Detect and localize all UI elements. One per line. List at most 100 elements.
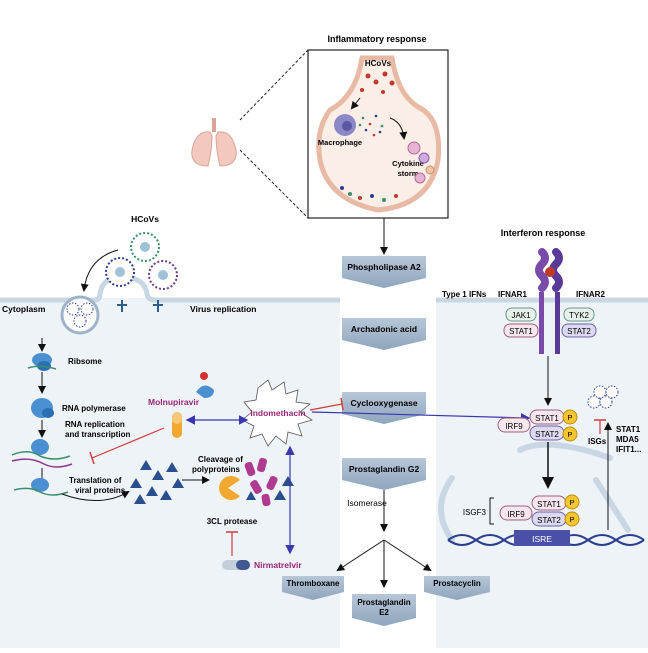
- protease-icon: [219, 476, 240, 501]
- immune-cells-icon: [407, 141, 435, 184]
- irf9-label-mid: IRF9: [505, 422, 523, 431]
- isomerase-label: Isomerase: [347, 498, 387, 508]
- rna-replication-icon: [11, 439, 73, 468]
- ribosome-icon: [27, 353, 57, 371]
- phospho-p3-label: P: [569, 498, 574, 507]
- nuclear-envelope-left: [438, 475, 455, 543]
- ifnar1-label: IFNAR1: [498, 290, 527, 299]
- debris-icon: [340, 186, 398, 202]
- phospho-p1: [562, 409, 578, 425]
- stat1-box-top: [503, 323, 539, 338]
- phospho-p1-label: P: [567, 413, 572, 422]
- phospho-p2-label: P: [567, 430, 572, 439]
- chevron-prostaglandin-g2: Prostaglandin G2: [342, 458, 426, 490]
- prostaglandin-g2-label: Prostaglandin G2: [349, 464, 420, 474]
- endosome-icon: [60, 295, 100, 335]
- inflammatory-title: Inflammatory response: [327, 34, 426, 44]
- chevron-prostacyclin: Prostacyclin: [424, 576, 490, 600]
- stat2-label-top: STAT2: [567, 327, 591, 336]
- prostaglandin-e2-label-line2: E2: [379, 608, 389, 617]
- cytoplasm-label: Cytoplasm: [2, 304, 46, 314]
- chevron-thromboxane: Thromboxane: [282, 576, 344, 600]
- cyclooxygenase-label: Cyclooxygenase: [350, 398, 417, 408]
- cytokine-label-line1: Cytokine: [392, 159, 424, 168]
- irf9-label-nuc: IRF9: [507, 510, 525, 519]
- chevron-prostaglandin-e2: Prostaglandin E2: [352, 594, 416, 626]
- isgf3-label: ISGF3: [463, 508, 487, 517]
- translation-label-line1: Translation of: [69, 476, 122, 485]
- isre-label: ISRE: [532, 534, 552, 544]
- molnupiravir-pill-icon: [172, 412, 182, 438]
- protease-label: 3CL protease: [207, 517, 258, 526]
- phospholipase-label: Phospholipase A2: [347, 262, 421, 272]
- tyk2-box: [563, 307, 595, 322]
- isg-ifit1-label: IFIT1...: [616, 445, 641, 454]
- macrophage-label: Macrophage: [318, 138, 362, 147]
- isre-box: [514, 530, 570, 546]
- nirmatrelvir-pill-icon: [222, 560, 250, 570]
- inflammatory-hcovs-label: HCoVs: [365, 59, 392, 68]
- prostaglandin-e2-label-line1: Prostaglandin: [357, 598, 410, 607]
- chevron-arachidonic: Archadonic acid: [342, 318, 426, 350]
- coronavirus-icon: [105, 232, 178, 290]
- phospho-p4: [564, 511, 580, 527]
- stat2-label-mid: STAT2: [535, 430, 559, 439]
- cytokine-dots-icon: [358, 114, 384, 137]
- irf9-box-mid: [497, 417, 531, 433]
- jak1-label: JAK1: [511, 311, 531, 320]
- translation-icon: [13, 478, 69, 496]
- zoom-line-bottom: [239, 149, 309, 219]
- stat2-label-nuc: STAT2: [537, 516, 561, 525]
- virus-particles-icon: [360, 71, 395, 94]
- prostacyclin-label: Prostacyclin: [433, 579, 481, 588]
- polyprotein-triangles-icon: [130, 460, 184, 504]
- isg-stat1-label: STAT1: [616, 425, 641, 434]
- rna-replication-label-line1: RNA replication: [65, 420, 125, 429]
- cleavage-label-line2: polyproteins: [192, 465, 241, 474]
- cytokine-label-line2: storm: [398, 169, 419, 178]
- stat1-label-mid: STAT1: [535, 414, 559, 423]
- tyk2-label: TYK2: [569, 311, 590, 320]
- cleaved-fragments-icon: [244, 457, 294, 507]
- indomethacin-label: Indomethacin: [250, 408, 305, 418]
- phospho-p4-label: P: [569, 515, 574, 524]
- stat1-label-nuc: STAT1: [537, 500, 561, 509]
- rna-replication-label-line2: and transcription: [65, 430, 130, 439]
- stat1-label-top: STAT1: [509, 327, 533, 336]
- nuclear-envelope-top: [517, 441, 613, 461]
- irf9-box-nuc: [499, 505, 533, 521]
- lungs-icon: [191, 118, 237, 167]
- isg-virus-icon: [587, 385, 619, 409]
- molnupiravir-molecule-icon: [196, 372, 214, 398]
- molnupiravir-inhibit-line: [91, 427, 165, 459]
- nirmatrelvir-label: Nirmatrelvir: [254, 560, 302, 570]
- virus-hcovs-label: HCoVs: [131, 214, 159, 224]
- indomethacin-inhibit-cox: [309, 403, 343, 411]
- isg-mda5-label: MDA5: [616, 435, 639, 444]
- chevron-phospholipase: Phospholipase A2: [342, 256, 426, 288]
- arachidonic-label: Archadonic acid: [351, 324, 417, 334]
- interferon-title: Interferon response: [501, 228, 586, 238]
- membrane-receptors-icon: [117, 300, 163, 312]
- nuclear-envelope-right: [593, 477, 631, 533]
- ifnar2-label: IFNAR2: [576, 290, 605, 299]
- translation-label-line2: viral proteins: [75, 486, 126, 495]
- stat2-box-top: [561, 323, 597, 338]
- phospho-p3: [564, 494, 580, 510]
- phospho-p2: [562, 426, 578, 442]
- isgs-label: ISGs: [588, 437, 607, 446]
- virus-replication-label: Virus replication: [190, 304, 256, 314]
- type1-ifns-label: Type 1 IFNs: [442, 290, 487, 299]
- rna-polymerase-label: RNA polymerase: [62, 404, 126, 413]
- cleavage-label-line1: Cleavage of: [198, 455, 243, 464]
- molnupiravir-label: Molnupiravir: [148, 397, 200, 407]
- jak1-box: [505, 307, 537, 322]
- ribosome-label: Ribsome: [68, 357, 102, 366]
- interferon-receptor-icon: [535, 248, 563, 354]
- alveolus-icon: [316, 55, 442, 213]
- cytoplasm-region: [0, 298, 340, 648]
- rna-polymerase-icon: [31, 398, 54, 418]
- chevron-cyclooxygenase: Cyclooxygenase: [342, 392, 426, 424]
